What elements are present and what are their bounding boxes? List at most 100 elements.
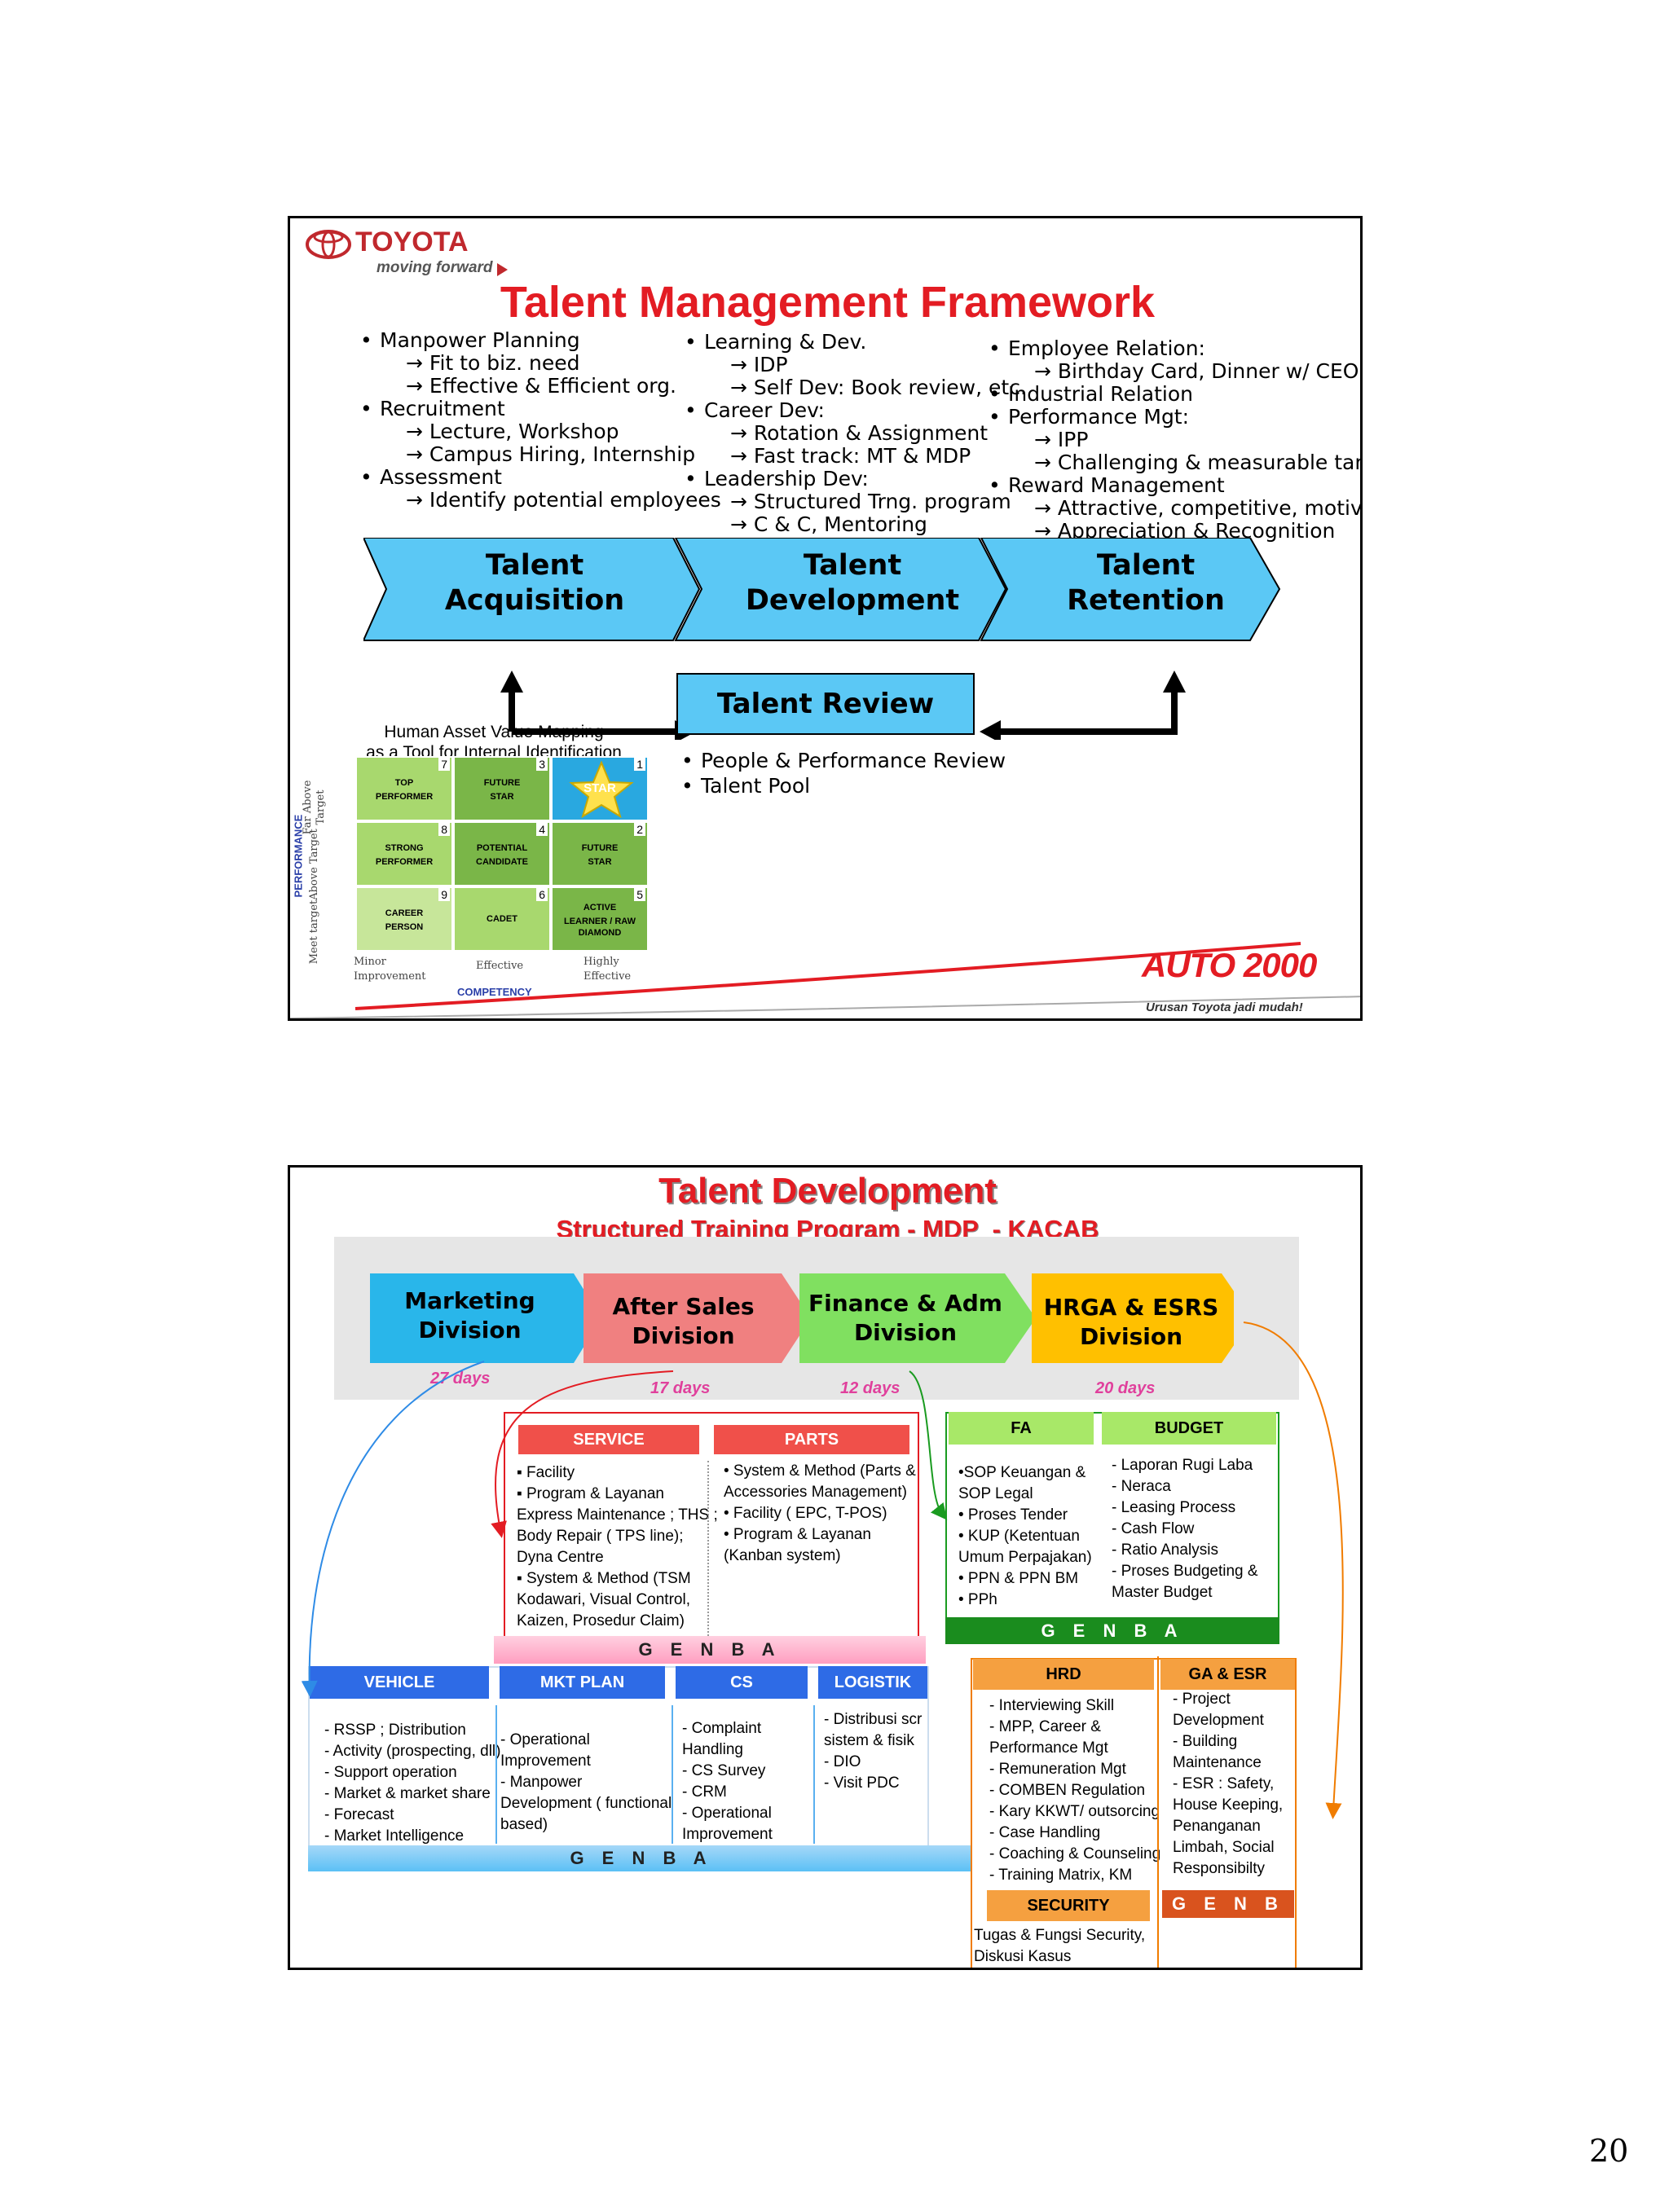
list-line: - CS Survey (682, 1762, 766, 1779)
list-line: Master Budget (1112, 1584, 1213, 1601)
list-line: Accessories Management) (724, 1484, 907, 1501)
cell-label-line2: PERFORMER (375, 792, 434, 802)
finance-division-label: Finance & Adm Division (799, 1289, 1011, 1348)
sub-bullet-item: Effective & Efficient org. (360, 375, 721, 398)
list-line: - Neraca (1112, 1478, 1171, 1495)
list-line: - Proses Budgeting & (1112, 1563, 1258, 1580)
list-line: - Distribusi scr (824, 1711, 923, 1728)
list-line: ▪ System & Method (TSM (517, 1570, 691, 1587)
review-bullet: People & Performance Review (681, 748, 1006, 773)
list-line: Improvement (500, 1752, 591, 1770)
parts-header: PARTS (714, 1425, 909, 1454)
division-line1: HRGA & ESRS (1043, 1294, 1219, 1321)
cell-label-line1: FUTURE (483, 778, 521, 788)
division-line2: Division (853, 1319, 958, 1346)
marketing-block (308, 1666, 929, 1870)
bullet-item: Manpower Planning (360, 329, 721, 353)
list-line: • System & Method (Parts & (724, 1462, 916, 1480)
list-line: - ESR : Safety, (1173, 1775, 1275, 1792)
cell-label-line2: STAR (490, 792, 514, 802)
talent-development-chevron: Talent Development (714, 548, 991, 618)
list-line: - Case Handling (989, 1824, 1101, 1841)
list-line: - DIO (824, 1753, 861, 1770)
marketing-division-label: Marketing Division (370, 1286, 570, 1345)
division-line1: After Sales (612, 1293, 755, 1320)
retention-bullets: Employee Relation:Birthday Card, Dinner … (989, 337, 1360, 543)
list-line: House Keeping, (1173, 1796, 1284, 1814)
bullet-item: Reward Management (989, 474, 1360, 498)
list-line: sistem & fisik (824, 1732, 914, 1749)
auto2000-tagline: Urusan Toyota jadi mudah! (1146, 1000, 1303, 1014)
list-line: - Remuneration Mgt (989, 1761, 1126, 1778)
list-line: Improvement (682, 1826, 773, 1843)
chevron-label-line2: Retention (1067, 584, 1225, 617)
division-line2: Division (418, 1317, 522, 1343)
list-line: SOP Legal (958, 1485, 1033, 1502)
cell-label-line2: CANDIDATE (476, 857, 528, 867)
cell-number: 7 (438, 758, 450, 771)
marketing-genba: G E N B A (308, 1845, 975, 1871)
hrd-header: HRD (973, 1659, 1154, 1690)
chevron-label-line2: Development (745, 584, 960, 617)
list-line: - Building (1173, 1733, 1238, 1750)
finance-genba: G E N B A (945, 1617, 1279, 1644)
cell-number: 6 (536, 888, 548, 901)
marketing-days: 27 days (430, 1370, 491, 1387)
vehicle-header: VEHICLE (310, 1666, 489, 1699)
sub-bullet-item: C & C, Mentoring (685, 513, 1027, 536)
cell-label-line1: FUTURE (581, 843, 619, 853)
sub-bullet-item: IDP (685, 354, 1027, 376)
col-label-effective: Effective (476, 960, 524, 972)
list-line: • PPN & PPN BM (958, 1570, 1079, 1587)
list-line: - RSSP ; Distribution (324, 1722, 466, 1739)
list-line: Express Maintenance ; THS ; (517, 1506, 718, 1524)
list-line: Dyna Centre (517, 1549, 604, 1566)
mktplan-header: MKT PLAN (500, 1666, 665, 1699)
talent-retention-chevron: Talent Retention (1024, 548, 1268, 618)
mkt-divider-1 (495, 1705, 497, 1844)
list-line: - Project (1173, 1691, 1231, 1708)
star-icon (569, 761, 634, 818)
division-line2: Division (1079, 1323, 1183, 1350)
acquisition-bullets: Manpower PlanningFit to biz. needEffecti… (360, 329, 721, 512)
service-header: SERVICE (518, 1425, 699, 1454)
list-line: - Laporan Rugi Laba (1112, 1457, 1253, 1474)
bullet-item: Assessment (360, 466, 721, 490)
sub-bullet-item: Challenging & measurable target (989, 451, 1360, 474)
sub-bullet-item: Structured Trng. program (685, 490, 1027, 513)
list-line: • Proses Tender (958, 1506, 1068, 1524)
cell-number: 9 (438, 888, 450, 901)
cell-number: 3 (536, 758, 548, 771)
chevron-label-line2: Acquisition (444, 584, 625, 617)
cell-number: 2 (634, 823, 645, 836)
cell-label-line2: PERSON (385, 922, 424, 932)
hrga-division-label: HRGA & ESRS Division (1033, 1293, 1229, 1352)
cell-number: 1 (634, 758, 645, 771)
finance-days: 12 days (840, 1379, 901, 1397)
col-label-highly: Highly Effective (583, 956, 632, 983)
toyota-brand: TOYOTA (355, 226, 469, 257)
list-line: Kaizen, Prosedur Claim) (517, 1612, 685, 1629)
sub-bullet-item: Self Dev: Book review, etc. (685, 376, 1027, 399)
sub-bullet-item: Attractive, competitive, motivated (989, 497, 1360, 520)
bullet-item: Leadership Dev: (685, 468, 1027, 491)
cell-label-line2: STAR (588, 857, 612, 867)
toyota-emblem-icon (306, 230, 351, 259)
list-line: Tugas & Fungsi Security, (974, 1927, 1146, 1944)
list-line: - Leasing Process (1112, 1499, 1236, 1516)
cell-label-line1: CADET (487, 914, 517, 924)
sub-bullet-item: Rotation & Assignment (685, 422, 1027, 445)
talent-acquisition-chevron: Talent Acquisition (412, 548, 657, 618)
list-line: Penanganan (1173, 1818, 1261, 1835)
parts-list: • System & Method (Parts & Accessories Ma… (724, 1461, 916, 1567)
bullet-item: Learning & Dev. (685, 331, 1027, 354)
slide-talent-management: TOYOTA moving forward Talent Management … (288, 216, 1363, 1021)
division-arrows (370, 1273, 1234, 1363)
security-list: Tugas & Fungsi Security,Diskusi Kasus (974, 1925, 1145, 1968)
